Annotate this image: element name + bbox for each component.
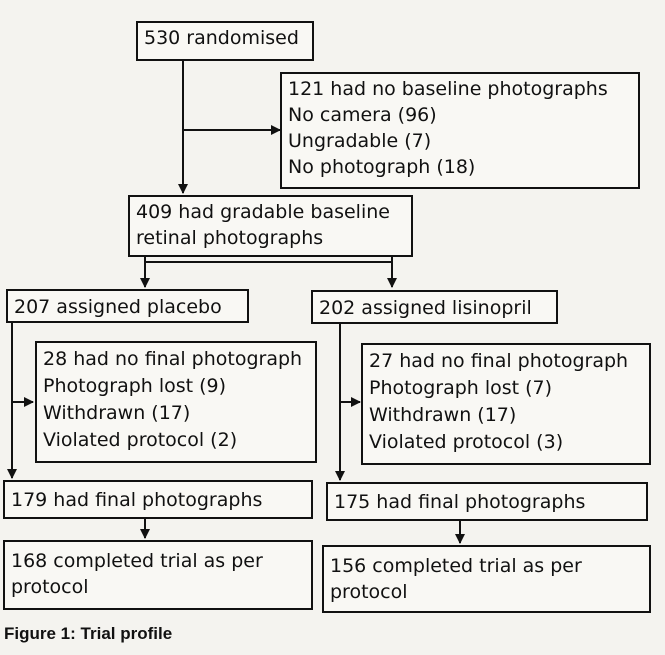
figure-label: Figure 1: bbox=[4, 624, 76, 643]
placebo-no-final-box: 28 had no final photograph Photograph lo… bbox=[35, 341, 317, 463]
lisinopril-completed-line: 156 completed trial as per bbox=[330, 555, 582, 577]
lisinopril-no-final-box: 27 had no final photograph Photograph lo… bbox=[361, 343, 651, 465]
placebo-completed-line: protocol bbox=[11, 576, 89, 598]
placebo-assigned-text: 207 assigned placebo bbox=[14, 296, 222, 318]
gradable-baseline-box: 409 had gradable baseline retinal photog… bbox=[128, 195, 413, 257]
lisinopril-completed-line: protocol bbox=[330, 581, 408, 603]
placebo-assigned-box: 207 assigned placebo bbox=[6, 289, 249, 323]
placebo-completed-box: 168 completed trial as per protocol bbox=[3, 540, 313, 610]
figure-caption: Figure 1: Trial profile bbox=[4, 624, 172, 644]
randomised-text: 530 randomised bbox=[144, 27, 299, 49]
gradable-line: retinal photographs bbox=[136, 227, 324, 249]
excluded-item: No photograph (18) bbox=[288, 156, 476, 178]
placebo-no-final-item: Violated protocol (2) bbox=[43, 429, 238, 451]
excluded-item: No camera (96) bbox=[288, 104, 437, 126]
placebo-no-final-title: 28 had no final photograph bbox=[43, 348, 303, 370]
excluded-baseline-box: 121 had no baseline photographs No camer… bbox=[280, 72, 640, 189]
excluded-title: 121 had no baseline photographs bbox=[288, 78, 608, 100]
lisinopril-no-final-item: Photograph lost (7) bbox=[369, 377, 553, 399]
placebo-completed-line: 168 completed trial as per bbox=[11, 550, 263, 572]
placebo-final-box: 179 had final photographs bbox=[3, 480, 313, 519]
excluded-item: Ungradable (7) bbox=[288, 130, 432, 152]
lisinopril-no-final-item: Violated protocol (3) bbox=[369, 431, 564, 453]
lisinopril-no-final-title: 27 had no final photograph bbox=[369, 350, 629, 372]
placebo-final-text: 179 had final photographs bbox=[11, 489, 263, 511]
lisinopril-assigned-text: 202 assigned lisinopril bbox=[319, 297, 532, 319]
lisinopril-no-final-item: Withdrawn (17) bbox=[369, 404, 517, 426]
lisinopril-final-text: 175 had final photographs bbox=[334, 491, 586, 513]
placebo-no-final-item: Photograph lost (9) bbox=[43, 375, 227, 397]
lisinopril-final-box: 175 had final photographs bbox=[326, 482, 648, 521]
lisinopril-completed-box: 156 completed trial as per protocol bbox=[322, 545, 651, 613]
gradable-line: 409 had gradable baseline bbox=[136, 201, 390, 223]
lisinopril-assigned-box: 202 assigned lisinopril bbox=[311, 290, 558, 324]
randomised-box: 530 randomised bbox=[136, 21, 314, 61]
figure-title: Trial profile bbox=[80, 624, 173, 643]
placebo-no-final-item: Withdrawn (17) bbox=[43, 402, 191, 424]
